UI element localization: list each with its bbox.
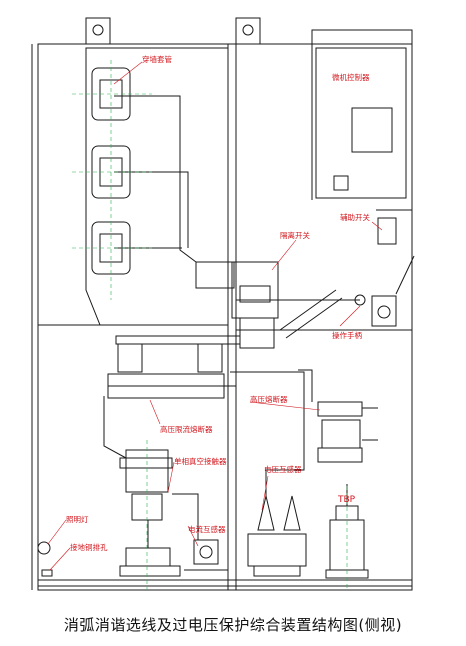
wall-bushing-group bbox=[91, 67, 197, 275]
label-operating-handle: 操作手柄 bbox=[332, 330, 362, 340]
label-ground-bolt: 接地铜排孔 bbox=[70, 542, 108, 552]
center-lines bbox=[72, 60, 348, 590]
voltage-transformer bbox=[230, 371, 307, 577]
cabinet-frame bbox=[37, 43, 413, 591]
lighting-lamp-icon bbox=[37, 541, 51, 555]
lifting-lug-right bbox=[235, 17, 261, 45]
label-vacuum-contactor: 单相真空接触器 bbox=[174, 456, 227, 466]
label-wall-bushing: 穿墙套管 bbox=[142, 54, 172, 64]
label-aux-switch: 辅助开关 bbox=[340, 212, 370, 222]
label-lighting-lamp: 照明灯 bbox=[66, 514, 89, 524]
hv-current-fuse bbox=[107, 335, 241, 399]
lifting-lug-left bbox=[85, 17, 111, 45]
ground-bolt-icon bbox=[41, 569, 53, 577]
operating-mechanism bbox=[354, 209, 415, 327]
label-voltage-transformer: 电压互感器 bbox=[264, 464, 302, 474]
label-hv-current-fuse: 高压限流熔断器 bbox=[160, 424, 213, 434]
vacuum-contactor bbox=[119, 449, 199, 577]
microcontroller-box bbox=[315, 47, 407, 199]
label-microcontroller: 微机控制器 bbox=[332, 72, 370, 82]
label-hv-fuse: 高压熔断器 bbox=[250, 394, 288, 404]
label-current-transformer: 电流互感器 bbox=[188, 524, 226, 534]
label-isolating-switch: 隔离开关 bbox=[280, 230, 310, 240]
figure-caption: 消弧消谐选线及过电压保护综合装置结构图(侧视) bbox=[63, 616, 403, 634]
current-transformer bbox=[184, 539, 228, 571]
isolating-switch bbox=[195, 261, 360, 349]
hv-fuse bbox=[298, 369, 378, 463]
label-tbp: TBP bbox=[337, 495, 356, 505]
